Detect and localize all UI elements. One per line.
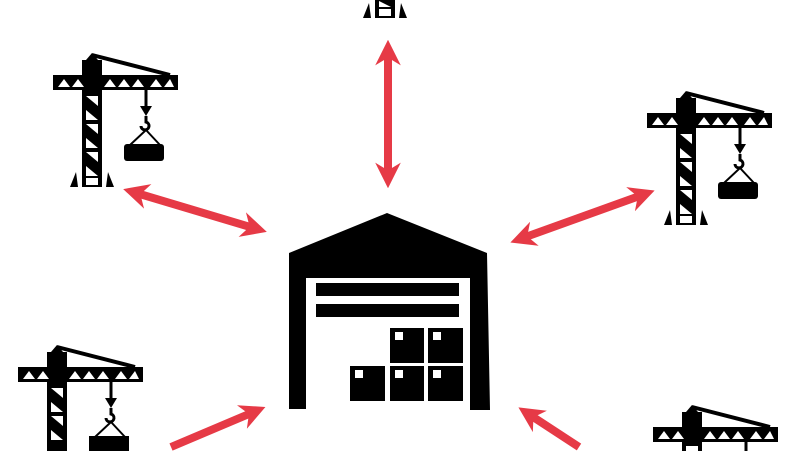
- crane-icon: [53, 53, 178, 187]
- crane-icon: [651, 403, 780, 451]
- crane-icon: [16, 343, 145, 451]
- crane-icon: [363, 0, 407, 18]
- double-arrow: [123, 184, 267, 237]
- double-arrow: [169, 405, 266, 451]
- double-arrow: [518, 407, 582, 451]
- crane-icon: [647, 91, 772, 225]
- warehouse-icon: [289, 213, 490, 410]
- double-arrow: [510, 187, 655, 246]
